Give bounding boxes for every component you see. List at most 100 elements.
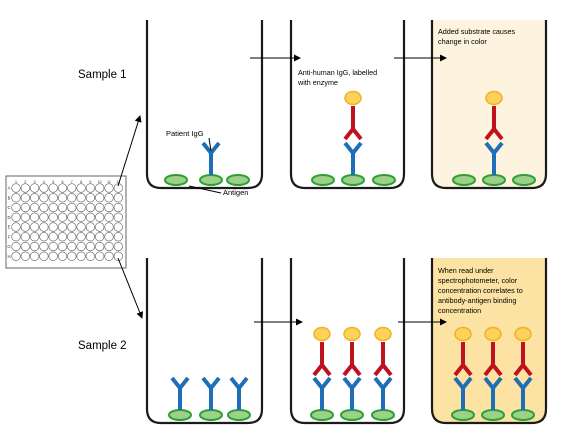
patient-igg-arm-right (381, 376, 393, 390)
plate-well (95, 212, 105, 222)
plate-well (29, 202, 40, 213)
antigen-shape (451, 409, 475, 421)
plate-well (48, 202, 58, 213)
plate-well (113, 232, 123, 242)
antigen-shape (226, 174, 250, 186)
patient-igg-arm-left (229, 376, 241, 390)
plate-well (67, 251, 77, 261)
plate-well (39, 183, 49, 193)
antigen-shape (199, 409, 223, 421)
enzyme-label (454, 326, 472, 342)
plate-row-label: E (8, 225, 11, 230)
plate-well (67, 241, 77, 252)
antigen-shape (164, 174, 188, 186)
plate-well (104, 193, 114, 203)
plate-well (67, 212, 77, 222)
plate-well (67, 193, 77, 203)
plate-well (67, 202, 77, 213)
process-arrow (117, 257, 144, 319)
anti-human-arm-right (350, 363, 362, 377)
plate-column-label: 3 (34, 180, 36, 184)
test-well (145, 258, 264, 425)
patient-igg-arm-right (461, 376, 473, 390)
plate-column-label: 6 (62, 180, 64, 184)
test-well (430, 258, 548, 425)
plate-well (11, 183, 21, 193)
plate-well (29, 251, 40, 261)
enzyme-label (313, 326, 331, 342)
plate-well (20, 241, 30, 252)
patient-igg-arm-left (453, 376, 465, 390)
plate-well (85, 222, 95, 232)
plate-row-label: H (7, 254, 10, 259)
anti-human-arm-left (312, 363, 324, 377)
plate-well (48, 251, 58, 261)
plate-well (48, 241, 58, 252)
plate-well (113, 212, 123, 222)
plate-well (11, 212, 21, 222)
enzyme-label (514, 326, 532, 342)
plate-well (104, 251, 114, 261)
plate-well (29, 212, 40, 222)
plate-well (29, 193, 40, 203)
plate-well (104, 232, 114, 242)
plate-well (48, 193, 58, 203)
anti-human-arm-left (513, 363, 525, 377)
plate-well (20, 183, 30, 193)
patient-igg-arm-left (201, 376, 213, 390)
plate-well (104, 222, 114, 232)
plate-well (20, 202, 30, 213)
plate-column-label: 2 (24, 180, 26, 184)
plate-well (67, 222, 77, 232)
plate-well (29, 241, 40, 252)
patient-igg-label: Patient IgG (166, 129, 204, 138)
enzyme-label (343, 326, 361, 342)
plate-well (113, 251, 123, 261)
plate-well (57, 202, 68, 213)
antigen-shape (372, 174, 396, 186)
plate-well (57, 193, 68, 203)
anti-human-arm-left (343, 127, 355, 141)
plate-well (39, 251, 49, 261)
plate-well (11, 251, 21, 261)
antigen-shape (482, 174, 506, 186)
plate-well (104, 183, 114, 193)
antigen-shape (341, 174, 365, 186)
patient-igg-arm-right (209, 376, 221, 390)
anti-human-arm-right (491, 363, 503, 377)
plate-well (113, 193, 123, 203)
plate-column-label: 7 (71, 180, 73, 184)
patient-igg-arm-left (484, 141, 496, 155)
patient-igg-arm-left (342, 376, 354, 390)
test-wells (145, 20, 548, 425)
process-arrows (117, 54, 447, 326)
patient-igg-arm-right (237, 376, 249, 390)
antigen-shape (371, 409, 395, 421)
antigen-shape (511, 409, 535, 421)
plate-well (67, 183, 77, 193)
anti-human-arm-right (521, 363, 533, 377)
anti-human-arm-left (484, 127, 496, 141)
plate-well (11, 193, 21, 203)
plate-well (11, 232, 21, 242)
leader-line (208, 137, 212, 152)
anti-human-arm-right (320, 363, 332, 377)
anti-human-arm-right (381, 363, 393, 377)
plate-well (113, 241, 123, 252)
plate-well (104, 202, 114, 213)
plate-well (39, 232, 49, 242)
antigen-shape (481, 409, 505, 421)
plate-well (29, 222, 40, 232)
plate-well (85, 202, 95, 213)
plate-well (11, 241, 21, 252)
plate-well (85, 183, 95, 193)
patient-igg-arm-right (320, 376, 332, 390)
antigen-shape (452, 174, 476, 186)
plate-well (57, 232, 68, 242)
patient-igg-arm-right (492, 141, 504, 155)
enzyme-label (344, 90, 362, 106)
plate-well (95, 251, 105, 261)
plate-well (48, 222, 58, 232)
